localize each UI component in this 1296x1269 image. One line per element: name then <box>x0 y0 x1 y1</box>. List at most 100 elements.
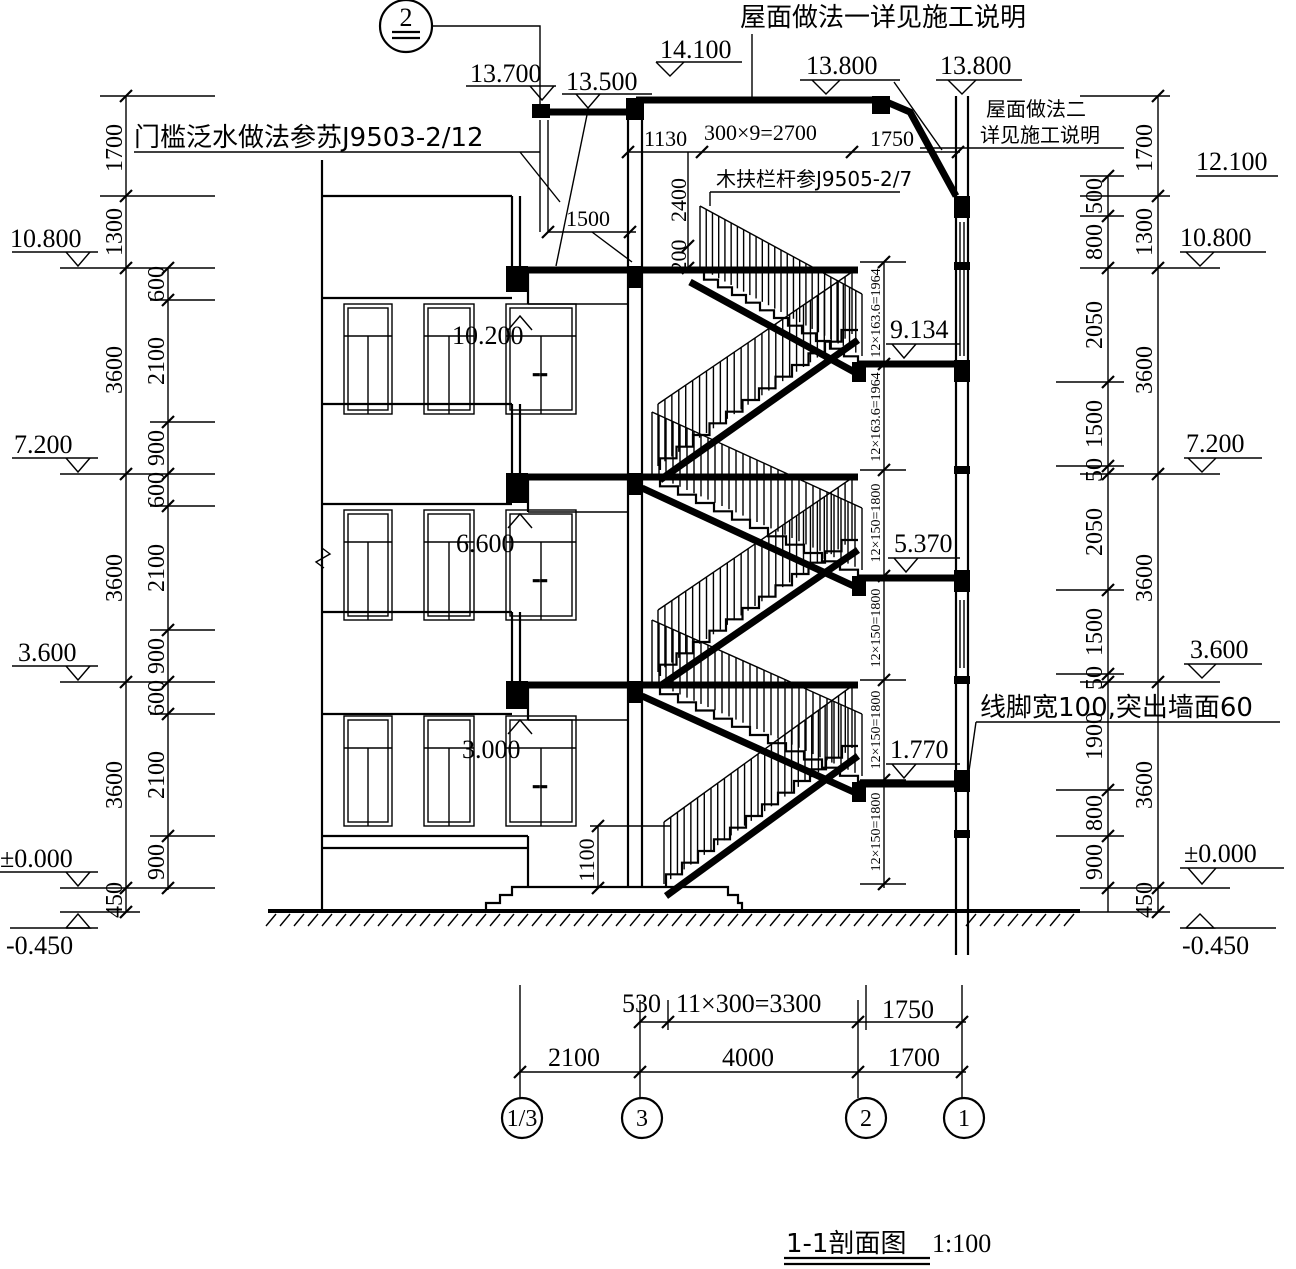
axis-bubble-1 <box>942 1096 986 1140</box>
ground-hatch <box>335 913 347 927</box>
right-inner-1500-b: 1500 <box>1082 608 1108 656</box>
ground-hatch <box>699 913 711 927</box>
right-dim-450: 450 <box>1132 882 1158 918</box>
left-inner-900-c: 900 <box>144 844 170 880</box>
drawing-title: 1-1剖面图 <box>786 1229 906 1259</box>
ground-hatch <box>363 913 375 927</box>
dim-stairs-top: 300×9=2700 <box>704 120 817 145</box>
left-inner-600-a: 600 <box>144 266 170 302</box>
flight-label-3: 12×150=1800 <box>869 484 884 563</box>
ground-hatch <box>1049 913 1061 927</box>
dim-2100: 2100 <box>548 1043 600 1072</box>
inner-elevations: 10.200 6.600 3.000 9.134 5.370 1.770 110… <box>452 314 1280 895</box>
ground-hatch <box>881 913 893 927</box>
left-dim-1300: 1300 <box>102 208 128 256</box>
ground-hatch <box>531 913 543 927</box>
flight-label-2: 12×163.6=1964 <box>869 372 884 461</box>
axis-label-2: 2 <box>860 1106 872 1132</box>
right-inner-2050-b: 2050 <box>1082 508 1108 556</box>
left-inner-600-b: 600 <box>144 472 170 508</box>
dim-2400: 2400 <box>666 178 691 222</box>
dim-1750-bottom: 1750 <box>882 995 934 1024</box>
ground-hatch <box>559 913 571 927</box>
ground-hatch <box>279 913 291 927</box>
elev-13500: 13.500 <box>566 67 638 96</box>
elev-7200-left: 7.200 <box>14 430 73 459</box>
ground-hatch <box>503 913 515 927</box>
elev-0000-left: ±0.000 <box>0 844 73 873</box>
left-dim-3600-bottom: 3600 <box>102 761 128 809</box>
dim-4000: 4000 <box>722 1043 774 1072</box>
dim-1750-top: 1750 <box>870 126 914 151</box>
ground-hatch <box>811 913 823 927</box>
ground <box>265 885 1080 927</box>
stair-soffit <box>657 337 861 483</box>
stair-steps <box>658 328 858 470</box>
ground-hatch <box>615 913 627 927</box>
ground-hatch <box>755 913 767 927</box>
structure <box>506 81 970 955</box>
elev-3600-left: 3.600 <box>18 638 77 667</box>
left-elevations: 10.800 7.200 3.600 ±0.000 -0.450 <box>0 224 98 960</box>
elev-7200-right: 7.200 <box>1186 429 1245 458</box>
elev-13700: 13.700 <box>470 59 542 88</box>
skirting-note: 线脚宽100,突出墙面60 <box>980 693 1253 723</box>
elev-1770: 1.770 <box>890 735 949 764</box>
ground-hatch <box>923 913 935 927</box>
right-inner-900: 900 <box>1082 844 1108 880</box>
ground-hatch <box>979 913 991 927</box>
right-inner-500: 500 <box>1082 178 1108 214</box>
ground-hatch <box>769 913 781 927</box>
elev-12100: 12.100 <box>1196 147 1268 176</box>
stair-soffit <box>658 547 860 689</box>
ground-hatch <box>993 913 1005 927</box>
right-dim-1300: 1300 <box>1132 208 1158 256</box>
ground-hatch <box>671 913 683 927</box>
stair-steps <box>642 476 860 578</box>
stair-steps <box>658 538 858 676</box>
ground-hatch <box>419 913 431 927</box>
axis-bubble-2 <box>844 1096 888 1140</box>
flight-label-5: 12×150=1800 <box>869 691 884 770</box>
flight-dims: 12×163.6=1964 12×163.6=1964 12×150=1800 … <box>860 255 906 891</box>
ground-hatch <box>657 913 669 927</box>
window-mark: -- <box>533 566 548 591</box>
ground-hatch <box>685 913 697 927</box>
ground-hatch <box>1007 913 1019 927</box>
ground-hatch <box>489 913 501 927</box>
ground-hatch <box>909 913 921 927</box>
stairs <box>640 205 863 899</box>
ground-hatch <box>895 913 907 927</box>
ground-hatch <box>293 913 305 927</box>
right-inner-50-b: 50 <box>1082 666 1108 690</box>
elev-14100: 14.100 <box>660 35 732 64</box>
axis-label-3: 3 <box>636 1106 648 1132</box>
left-inner-900-a: 900 <box>144 430 170 466</box>
right-inner-1900: 1900 <box>1082 712 1108 760</box>
ground-hatch <box>741 913 753 927</box>
roof-note-2-line2: 详见施工说明 <box>980 123 1100 147</box>
ground-hatch <box>573 913 585 927</box>
stair-steps <box>690 270 860 364</box>
dim-stairs-bottom: 11×300=3300 <box>676 989 821 1018</box>
elev-m0450-right: -0.450 <box>1182 931 1249 960</box>
axis-bubble-1-3 <box>500 1096 544 1140</box>
ground-hatch <box>405 913 417 927</box>
axis-label-1: 1 <box>958 1106 970 1132</box>
dim-1100: 1100 <box>574 838 599 881</box>
ground-hatch <box>601 913 613 927</box>
axis-ref-label: 2 <box>400 3 413 32</box>
dim-1130: 1130 <box>644 126 687 151</box>
right-inner-800-b: 800 <box>1082 795 1108 831</box>
bottom-dimensions: 530 11×300=3300 1750 2100 4000 1700 1/3 … <box>500 985 986 1140</box>
ground-hatch <box>461 913 473 927</box>
left-inner-2100-b: 2100 <box>144 544 170 592</box>
axis-bubble-3 <box>620 1096 664 1140</box>
dim-530: 530 <box>622 989 661 1018</box>
elev-m0450-left: -0.450 <box>6 931 73 960</box>
left-dim-3600-top: 3600 <box>102 346 128 394</box>
ground-hatch <box>937 913 949 927</box>
drawing-scale: 1:100 <box>932 1229 991 1258</box>
flight-label-1: 12×163.6=1964 <box>869 268 884 357</box>
